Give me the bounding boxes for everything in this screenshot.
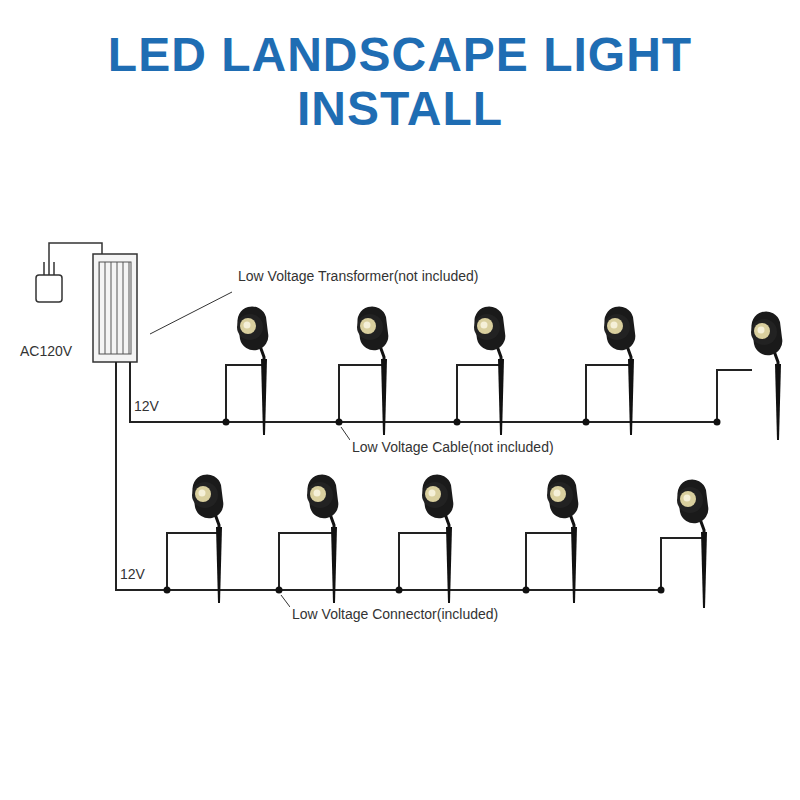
leader-line	[150, 292, 232, 334]
part-label: Low Voltage Cable(not included)	[350, 439, 556, 456]
title: LED LANDSCAPE LIGHT INSTALL	[50, 28, 750, 136]
plug	[36, 243, 102, 302]
leader-line	[281, 595, 290, 607]
part-label: Low Voltage Connector(included)	[290, 606, 500, 623]
leader-line	[341, 427, 350, 440]
part-label: Low Voltage Transformer(not included)	[236, 268, 480, 285]
spot-lights	[192, 306, 782, 608]
voltage-label: 12V	[132, 398, 161, 415]
transformer	[93, 254, 137, 362]
voltage-label: AC120V	[18, 343, 74, 360]
voltage-label: 12V	[118, 566, 147, 583]
